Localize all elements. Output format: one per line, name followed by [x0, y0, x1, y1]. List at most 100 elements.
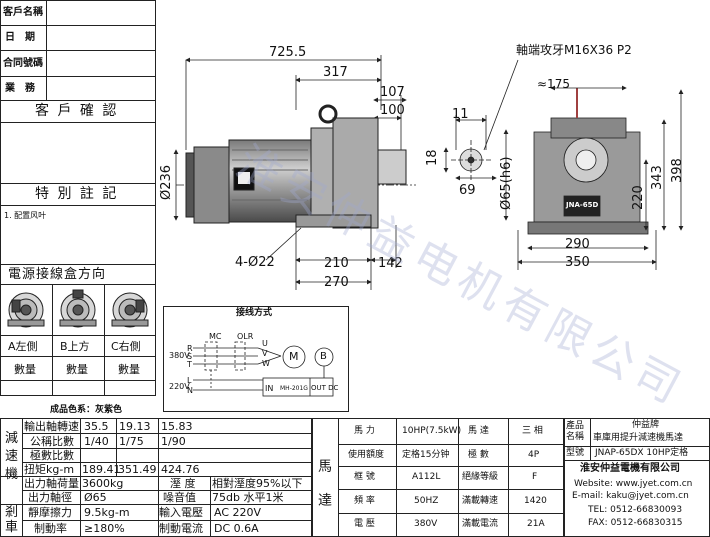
reducer-label: 減速機	[5, 431, 19, 482]
wiring-in: IN	[265, 384, 274, 393]
company-website: Website: www.jyet.com.cn	[574, 479, 693, 489]
direction-a-qty: 數量	[14, 363, 36, 376]
spec-row-v1-1: 1/40	[84, 435, 109, 448]
pair-value-2: 9.5kg-m	[84, 506, 130, 519]
wiring-diagram	[163, 306, 349, 412]
motor-k1-2: 框 號	[354, 472, 375, 482]
direction-c-label: C右側	[111, 340, 141, 353]
company-email: E-mail: kaku@jyet.com.cn	[572, 491, 689, 501]
dim-236: Ø236	[159, 164, 174, 200]
junction-icons	[7, 289, 149, 328]
dim-69: 69	[459, 183, 476, 198]
dim-175: ≈175	[537, 77, 570, 91]
pair-label2-0: 溼 度	[170, 477, 196, 490]
motor-k1-3: 頻 率	[354, 496, 375, 506]
pair-label-3: 制動率	[34, 522, 67, 535]
motor-v1-3: 50HZ	[414, 496, 439, 506]
wiring-out: OUT DC	[311, 384, 339, 392]
motor-v1-0: 10HP(7.5kW)	[402, 426, 462, 436]
pair-label2-2: 輸入電壓	[159, 506, 203, 519]
wiring-l: L	[187, 376, 192, 385]
spec-row-v2-1: 1/75	[119, 435, 144, 448]
dim-overall: 725.5	[269, 45, 307, 60]
motor-k2-4: 滿載電流	[462, 519, 499, 529]
spec-row-v3-0: 15.83	[161, 420, 193, 433]
dim-210: 210	[324, 256, 349, 271]
dim-18: 18	[425, 149, 440, 166]
spec-row-label-0: 輸出軸轉速	[24, 420, 79, 433]
wiring-schematic	[193, 341, 334, 397]
pair-value2-1: 75db 水平1米	[212, 491, 284, 504]
dim-11: 11	[452, 107, 469, 122]
motor-side-label: 馬達	[318, 459, 332, 509]
motor-side-view	[185, 104, 407, 229]
nameplate-label: JNA-65D	[566, 201, 599, 209]
dim-350: 350	[565, 255, 590, 270]
dim-hole: 4-Ø22	[235, 255, 275, 270]
pair-value-3: ≥180%	[84, 522, 125, 535]
wiring-380v: 380V	[169, 351, 190, 360]
color-label: 成品色系：灰紫色	[50, 405, 123, 415]
dim-142: 142	[378, 256, 403, 271]
wiring-title: 接线方式	[236, 308, 273, 318]
wiring-olr: OLR	[237, 332, 254, 341]
brake-label: 剎車	[5, 505, 19, 535]
pair-label-2: 靜摩擦力	[28, 506, 72, 519]
wiring-rectifier: MH-201G	[280, 385, 308, 392]
motor-k2-1: 極 數	[468, 450, 489, 460]
spec-row-v3-3: 424.76	[161, 463, 200, 476]
motor-v2-2: F	[532, 472, 538, 482]
spec-row-v1-0: 35.5	[84, 420, 109, 433]
motor-v2-0: 三 相	[522, 426, 543, 436]
pair-value-1: Ø65	[84, 491, 107, 504]
technical-drawing	[173, 55, 684, 290]
dim-343: 343	[650, 165, 665, 190]
wiring-r: R	[187, 344, 193, 353]
motor-k1-1: 使用額度	[348, 450, 385, 460]
wiring-n: N	[187, 386, 193, 395]
pair-value2-2: AC 220V	[214, 506, 262, 519]
dim-270: 270	[324, 275, 349, 290]
spec-row-v1-3: 189.41	[82, 463, 121, 476]
pair-value2-0: 相對溼度95%以下	[212, 477, 303, 490]
shaft-end-view	[443, 59, 519, 221]
direction-b-label: B上方	[60, 340, 90, 353]
wiring-brake: B	[320, 351, 327, 362]
dim-shaft: Ø65(h6)	[499, 156, 514, 210]
product-name-label: 產品名稱	[566, 421, 585, 442]
direction-a-label: A左側	[8, 340, 38, 353]
junction-box-title: 電源接線盒方向	[8, 267, 107, 282]
spec-row-label-3: 扭矩kg-m	[24, 463, 75, 476]
dim-398: 398	[670, 158, 685, 183]
shaft-thread-note: 軸端攻牙M16X36 P2	[516, 43, 632, 57]
dim-290: 290	[565, 237, 590, 252]
company-name: 淮安仲益電機有限公司	[580, 463, 680, 474]
dim-107: 107	[380, 85, 405, 100]
front-view	[517, 85, 684, 270]
pair-label-1: 出力軸徑	[28, 491, 72, 504]
direction-b-qty: 數量	[66, 363, 88, 376]
product-name: 車庫用提升減速機馬達	[593, 433, 684, 443]
company-fax: FAX: 0512-66830315	[588, 518, 683, 528]
spec-row-label-1: 公稱比數	[30, 435, 74, 448]
pair-label2-3: 制動電流	[159, 522, 203, 535]
date-label: 日 期	[5, 32, 35, 43]
wiring-mc: MC	[209, 332, 222, 341]
motor-k2-0: 馬 達	[468, 426, 489, 436]
wiring-220v: 220V	[169, 382, 190, 391]
pair-value2-3: DC 0.6A	[214, 522, 259, 535]
spec-row-v2-3: 351.49	[118, 463, 157, 476]
junction-box-top-icon	[59, 289, 97, 328]
special-notes-title: 特 別 註 記	[35, 186, 119, 202]
model-value: JNAP-65DX 10HP定格	[595, 448, 689, 458]
motor-k2-3: 滿載轉速	[462, 496, 499, 506]
pair-value-0: 3600kg	[82, 477, 124, 490]
wiring-motor: M	[289, 350, 299, 363]
junction-box-left-icon	[7, 292, 45, 328]
pair-label2-1: 噪音值	[163, 491, 196, 504]
motor-k1-0: 馬 力	[354, 426, 375, 436]
junction-box-right-icon	[111, 292, 149, 328]
wiring-t: T	[187, 360, 192, 369]
spec-row-v3-1: 1/90	[161, 435, 186, 448]
customer-confirm-title: 客 戶 確 認	[35, 103, 119, 119]
